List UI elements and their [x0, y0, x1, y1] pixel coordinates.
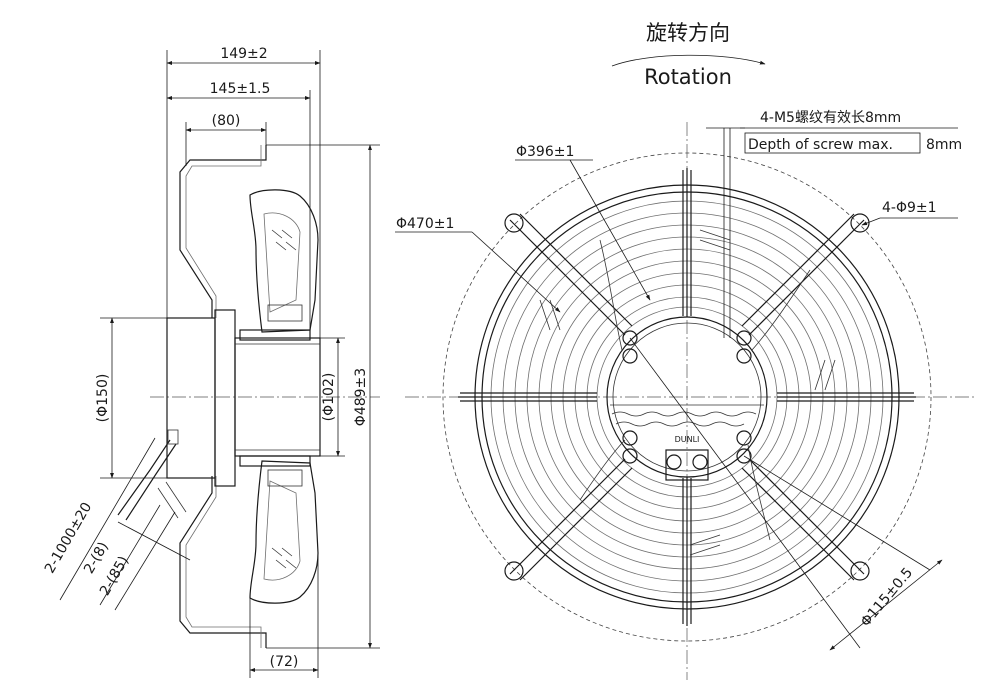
dim-overall-depth: 149±2 — [220, 46, 267, 62]
side-dimensions — [59, 50, 380, 678]
dim-ring-depth: (80) — [212, 113, 241, 129]
dim-bolt-circle: Φ115±0.5 — [858, 565, 916, 630]
screw-note-line1: 4-M5螺纹有效长8mm — [760, 110, 901, 126]
rotation-label-cn: 旋转方向 — [646, 21, 730, 45]
dim-motor-dia: (Φ150) — [95, 374, 111, 423]
rotation-arrow — [611, 54, 766, 67]
dim-body-depth: 145±1.5 — [210, 81, 271, 97]
screw-note-tail: 8mm — [926, 137, 962, 153]
front-dimensions — [395, 127, 958, 651]
screw-note-boxed: Depth of screw max. — [748, 137, 893, 153]
dim-rotor-dia: (Φ102) — [321, 373, 337, 422]
dim-outer-dia: Φ489±3 — [353, 368, 369, 426]
dim-blade-depth: (72) — [270, 654, 299, 670]
dim-guard-dia: Φ470±1 — [396, 216, 454, 232]
side-view — [117, 145, 380, 648]
dim-mount-holes: 4-Φ9±1 — [882, 200, 937, 216]
dim-fan-dia: Φ396±1 — [516, 144, 574, 160]
rotation-label-en: Rotation — [644, 65, 732, 89]
front-labels: 旋转方向 Rotation 4-M5螺纹有效长8mm Depth of scre… — [396, 21, 962, 630]
front-view: DUNLI — [405, 122, 975, 680]
screw-note-box — [744, 132, 921, 154]
logo-text: DUNLI — [675, 435, 700, 444]
